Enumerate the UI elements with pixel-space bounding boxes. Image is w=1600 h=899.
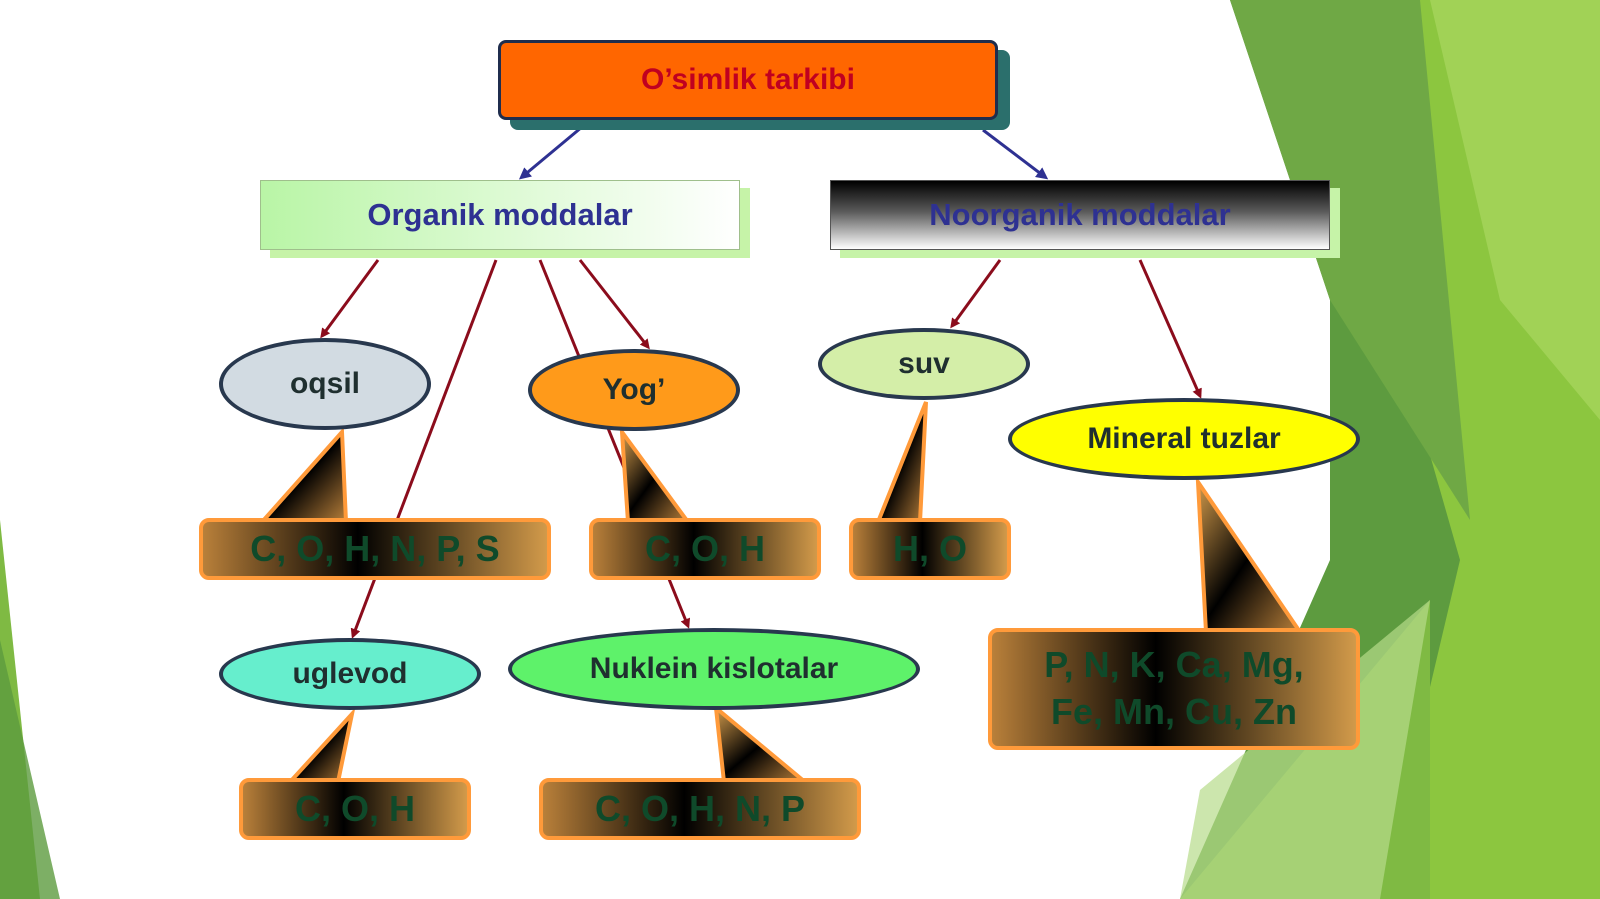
arrow-root-to-inorganic — [982, 128, 1049, 180]
uglevod-elements: C, O, H — [294, 788, 415, 829]
oqsil-node: oqsil — [219, 338, 431, 430]
nuklein-elements-callout: C, O, H, N, P — [539, 778, 861, 840]
tail-suv — [875, 401, 928, 524]
oqsil-elements: C, O, H, N, P, S — [250, 528, 500, 569]
tail-oqsil — [257, 426, 349, 524]
arrow-organic-to-oqsil — [320, 259, 380, 339]
arrow-inorganic-to-mineral — [1138, 259, 1202, 399]
nuklein-label: Nuklein kislotalar — [589, 652, 839, 685]
tail-yog — [619, 425, 692, 524]
mineral-elements-line2: Fe, Mn, Cu, Zn — [1051, 691, 1297, 732]
yog-elements: C, O, H — [644, 528, 765, 569]
arrow-root-to-organic — [518, 125, 583, 180]
organic-box: Organik moddalar — [260, 180, 740, 250]
uglevod-node: uglevod — [219, 638, 481, 710]
yog-elements-callout: C, O, H — [589, 518, 821, 580]
suv-node: suv — [818, 328, 1030, 400]
root-box: O’simlik tarkibi — [498, 40, 998, 120]
uglevod-label: uglevod — [292, 657, 408, 690]
mineral-elements-line1: P, N, K, Ca, Mg, — [1044, 644, 1304, 686]
yog-node: Yog’ — [528, 349, 740, 431]
nuklein-node: Nuklein kislotalar — [508, 628, 920, 710]
oqsil-elements-callout: C, O, H, N, P, S — [199, 518, 551, 580]
mineral-label: Mineral tuzlar — [1087, 422, 1281, 455]
mineral-node: Mineral tuzlar — [1008, 398, 1360, 480]
root-label: O’simlik tarkibi — [641, 63, 855, 96]
organic-label: Organik moddalar — [367, 197, 633, 232]
mineral-elements-callout: P, N, K, Ca, Mg, Fe, Mn, Cu, Zn — [988, 628, 1360, 750]
suv-elements: H, O — [892, 528, 967, 569]
tail-uglevod — [285, 707, 356, 784]
uglevod-elements-callout: C, O, H — [239, 778, 471, 840]
suv-label: suv — [898, 347, 950, 380]
inorganic-label: Noorganik moddalar — [929, 197, 1231, 232]
yog-label: Yog’ — [602, 373, 666, 406]
nuklein-elements: C, O, H, N, P — [594, 788, 806, 829]
inorganic-box: Noorganik moddalar — [830, 180, 1330, 250]
tail-mineral — [1195, 474, 1304, 634]
suv-elements-callout: H, O — [849, 518, 1011, 580]
arrow-organic-to-yog — [578, 259, 650, 350]
tail-nuklein — [713, 703, 811, 784]
oqsil-label: oqsil — [289, 367, 360, 400]
arrow-inorganic-to-suv — [950, 259, 1002, 329]
